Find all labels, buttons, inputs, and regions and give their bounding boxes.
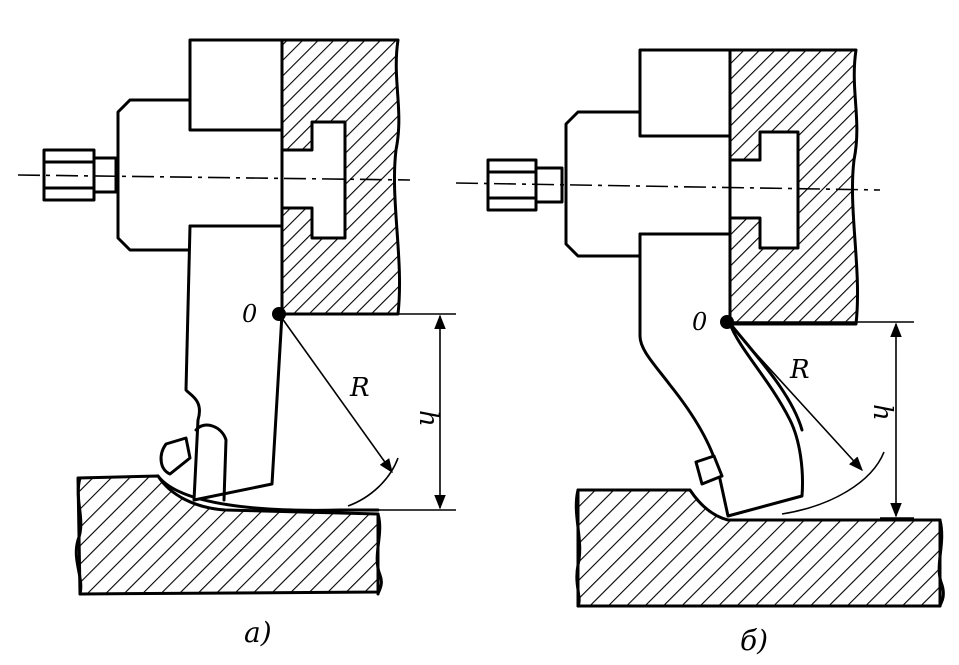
radius-label-b: R xyxy=(789,355,810,385)
height-label-a: h xyxy=(413,410,443,427)
radius-line-a xyxy=(278,313,393,474)
axis-line-b xyxy=(455,182,881,191)
figure-b: 0 h R б) xyxy=(455,48,945,657)
height-label-b: h xyxy=(867,404,897,421)
point-label-b: 0 xyxy=(692,308,707,336)
clamp-block-a xyxy=(188,38,284,132)
cutter-a xyxy=(184,224,284,502)
caption-b: б) xyxy=(740,624,768,657)
axis-line-a xyxy=(17,174,411,181)
nut-icon-b xyxy=(486,158,538,212)
clamp-block-b xyxy=(638,48,732,138)
caption-a: a) xyxy=(244,616,272,649)
figure-a: 0 h R a) xyxy=(17,38,456,649)
point-label-a: 0 xyxy=(242,300,257,328)
radius-label-a: R xyxy=(349,373,370,403)
radius-line-b xyxy=(726,321,863,472)
cutter-b xyxy=(638,232,804,518)
